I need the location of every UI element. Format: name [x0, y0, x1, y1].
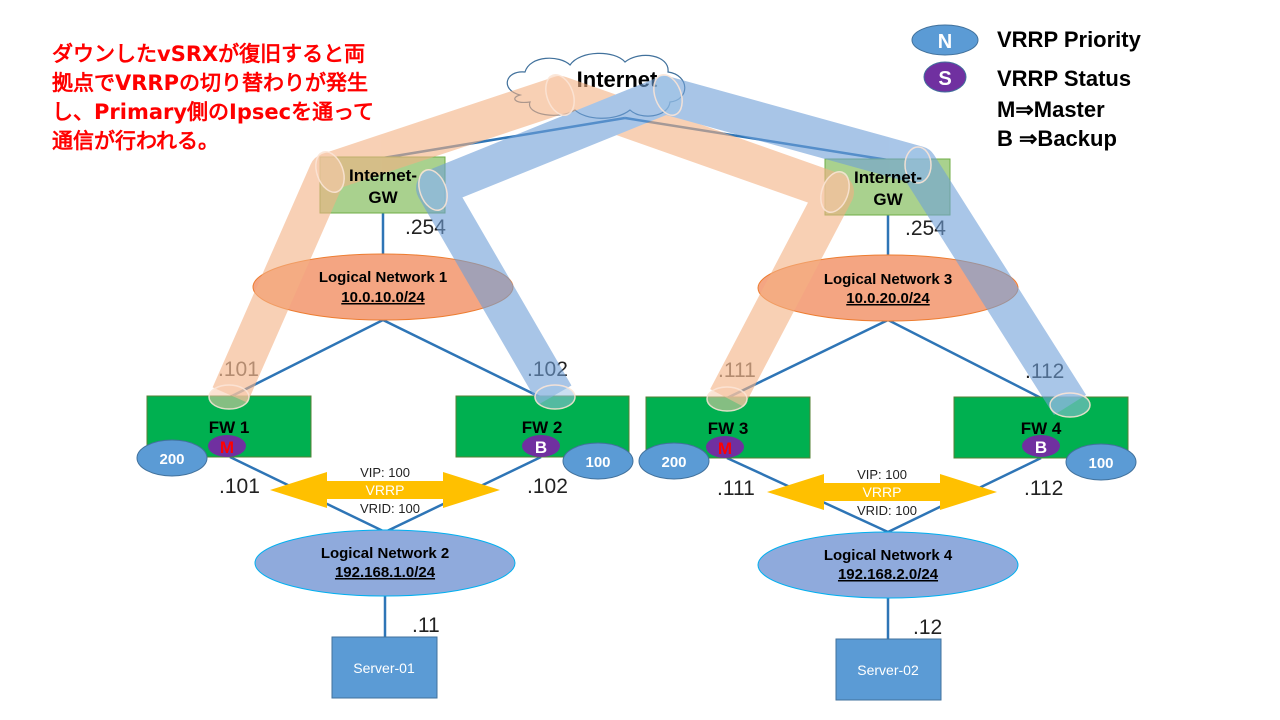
backup-legend-label: B ⇒Backup	[997, 126, 1117, 151]
tunnel-ends	[208, 74, 1091, 418]
priority-legend-badge: N	[938, 31, 952, 53]
server-01	[331, 636, 438, 699]
fw-name: FW 1	[209, 418, 250, 437]
annotation-note: ダウンしたvSRXが復旧すると両 拠点でVRRPの切り替わりが発生 し、Prim…	[52, 40, 422, 156]
note-line: し、Primary側のIpsecを通って	[52, 100, 375, 124]
vrrp-arrow	[270, 472, 500, 508]
network-subnet: 10.0.20.0/24	[846, 290, 930, 307]
network-name: Logical Network 1	[319, 269, 447, 286]
vrrp-priority: 200	[661, 454, 686, 471]
note-line: ダウンしたvSRXが復旧すると両	[52, 42, 366, 66]
network-subnet: 192.168.2.0/24	[838, 566, 939, 583]
vrrp-vip: VIP: 100	[360, 465, 410, 480]
vrrp-label: VRRP	[366, 482, 405, 498]
vrrp-status-badge	[208, 435, 246, 457]
vrrp-priority-badge	[1065, 443, 1137, 481]
vrrp-arrow	[767, 474, 997, 510]
gw-label: Internet-	[854, 168, 922, 187]
logical-network-2	[254, 529, 516, 597]
vrrp-vrid: VRID: 100	[360, 501, 420, 516]
fw-lower-ip: .112	[1024, 477, 1063, 500]
fw-lower-ip: .111	[717, 477, 755, 500]
vrrp-vrid: VRID: 100	[857, 503, 917, 518]
gw-label: GW	[368, 188, 398, 207]
logical-network-4	[757, 531, 1019, 599]
priority-legend-label: VRRP Priority	[997, 27, 1142, 52]
vrrp-label: VRRP	[863, 484, 902, 500]
vrrp-status-badge	[1022, 435, 1060, 457]
gw-labels: Internet- GW Internet- GW	[349, 166, 922, 209]
network-name: Logical Network 4	[824, 547, 953, 564]
legend: N VRRP Priority S VRRP Status M⇒Master B…	[911, 24, 1142, 151]
vrrp-vip: VIP: 100	[857, 467, 907, 482]
note-line: 拠点でVRRPの切り替わりが発生	[52, 71, 368, 95]
vrrp-status-badge	[522, 435, 560, 457]
network-subnet: 10.0.10.0/24	[341, 289, 425, 306]
server-02	[835, 638, 942, 701]
vrrp-priority: 100	[585, 454, 610, 471]
vrrp-priority-badge	[562, 442, 634, 480]
server-name: Server-02	[857, 662, 919, 678]
fw-name: FW 3	[708, 419, 749, 438]
vrrp-status-badge	[706, 436, 744, 458]
vrrp-priority-badge	[136, 439, 208, 477]
fw-lower-ip: .101	[219, 475, 260, 498]
status-legend-label: VRRP Status	[997, 66, 1131, 91]
note-line: 通信が行われる。	[52, 129, 219, 153]
gw-label: GW	[873, 190, 903, 209]
vrrp-priority: 200	[159, 451, 184, 468]
priority-legend-icon	[911, 24, 979, 56]
vrrp-priority: 100	[1088, 455, 1113, 472]
network-subnet: 192.168.1.0/24	[335, 564, 436, 581]
master-legend-label: M⇒Master	[997, 97, 1105, 122]
server-name: Server-01	[353, 660, 415, 676]
vrrp-status: B	[1035, 438, 1047, 457]
gw-label: Internet-	[349, 166, 417, 185]
fw-name: FW 4	[1021, 419, 1062, 438]
fw-lower-ip: .102	[527, 475, 568, 498]
vrrp-status: B	[535, 438, 547, 457]
vrrp-status: M	[718, 439, 732, 458]
status-legend-icon	[923, 61, 967, 93]
server-ip: .12	[913, 616, 942, 639]
server-ip: .11	[412, 614, 440, 637]
fw-name: FW 2	[522, 418, 563, 437]
status-legend-badge: S	[938, 68, 951, 90]
vrrp-priority-badge	[638, 442, 710, 480]
ipsec-tunnels	[212, 76, 1087, 416]
vrrp-status: M	[220, 438, 234, 457]
network-name: Logical Network 3	[824, 271, 952, 288]
network-name: Logical Network 2	[321, 545, 449, 562]
